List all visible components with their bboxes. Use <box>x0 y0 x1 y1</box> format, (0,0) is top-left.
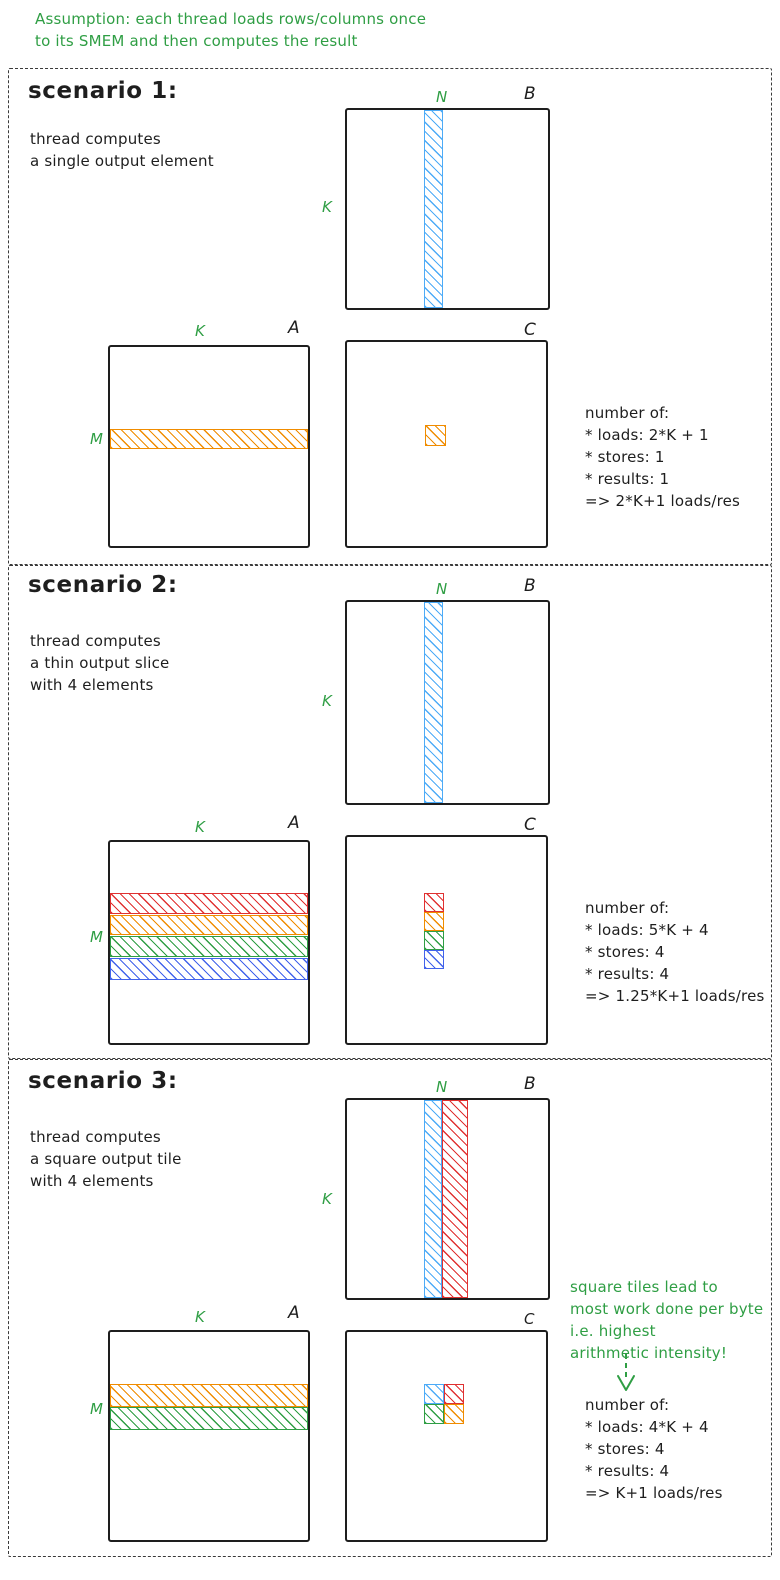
dim-label-m: M <box>90 430 103 448</box>
desc-line: a square output tile <box>30 1150 182 1168</box>
dim-label-k: K <box>322 692 332 710</box>
matrix-label-a: A <box>288 813 300 833</box>
b-column-strip-red <box>442 1100 468 1298</box>
desc-line: a thin output slice <box>30 654 170 672</box>
dim-label-k: K <box>195 818 205 836</box>
matrix-label-c: C <box>524 1310 535 1328</box>
desc-line: a single output element <box>30 152 214 170</box>
stats-line: * loads: 2*K + 1 <box>585 426 709 444</box>
scenario-2-stats: number of: * loads: 5*K + 4 * stores: 4 … <box>585 897 765 1007</box>
matrix-label-b: B <box>524 84 536 104</box>
c-output-cell-indigo <box>424 950 444 969</box>
matrix-b <box>345 1098 550 1300</box>
dim-label-k: K <box>322 1190 332 1208</box>
matrix-label-a: A <box>288 318 300 338</box>
note-line: arithmetic intensity! <box>570 1344 728 1362</box>
dim-label-n: N <box>436 88 448 106</box>
a-row-strip-green <box>110 936 308 957</box>
desc-line: with 4 elements <box>30 676 154 694</box>
matrix-b <box>345 600 550 805</box>
c-output-cell-red <box>424 893 444 912</box>
stats-line: * loads: 4*K + 4 <box>585 1418 709 1436</box>
scenario-3-desc: thread computes a square output tile wit… <box>30 1126 182 1192</box>
a-row-strip-green <box>110 1407 308 1430</box>
matrix-b <box>345 108 550 310</box>
stats-line: * stores: 4 <box>585 1440 665 1458</box>
scenario-3-frame <box>8 1059 772 1557</box>
dim-label-n: N <box>436 580 448 598</box>
c-output-cell-orange <box>425 425 446 446</box>
a-row-strip-orange <box>110 1384 308 1407</box>
stats-line: * loads: 5*K + 4 <box>585 921 709 939</box>
assumption-note: Assumption: each thread loads rows/colum… <box>35 8 426 52</box>
scenario-2-desc: thread computes a thin output slice with… <box>30 630 169 696</box>
note-line: i.e. highest <box>570 1322 656 1340</box>
matrix-label-c: C <box>524 815 536 835</box>
b-column-strip-blue <box>424 602 443 803</box>
scenario-1-title: scenario 1: <box>28 78 178 104</box>
stats-line: => 1.25*K+1 loads/res <box>585 987 765 1005</box>
scenario-1-stats: number of: * loads: 2*K + 1 * stores: 1 … <box>585 402 740 512</box>
matrix-a <box>108 345 310 548</box>
stats-line: => 2*K+1 loads/res <box>585 492 741 510</box>
matrix-label-b: B <box>524 576 536 596</box>
stats-line: number of: <box>585 404 670 422</box>
arithmetic-intensity-note: square tiles lead to most work done per … <box>570 1276 763 1364</box>
a-row-strip-orange <box>110 429 308 449</box>
stats-line: * results: 4 <box>585 965 670 983</box>
assumption-line: Assumption: each thread loads rows/colum… <box>35 10 427 28</box>
stats-line: * stores: 1 <box>585 448 665 466</box>
down-arrow-icon <box>617 1354 635 1391</box>
dim-label-k: K <box>195 1308 205 1326</box>
dim-label-m: M <box>90 928 103 946</box>
stats-line: * results: 1 <box>585 470 670 488</box>
b-column-strip-blue <box>424 1100 442 1298</box>
note-line: most work done per byte <box>570 1300 764 1318</box>
c-output-cell-blue <box>424 1384 444 1404</box>
matrix-c <box>345 1330 548 1542</box>
assumption-line: to its SMEM and then computes the result <box>35 32 358 50</box>
matrix-a <box>108 1330 310 1542</box>
dim-label-n: N <box>436 1078 448 1096</box>
matrix-c <box>345 835 548 1045</box>
c-output-cell-orange <box>424 912 444 931</box>
dim-label-m: M <box>90 1400 103 1418</box>
scenario-1-desc: thread computes a single output element <box>30 128 214 172</box>
stats-line: * stores: 4 <box>585 943 665 961</box>
scenario-2-title: scenario 2: <box>28 572 178 598</box>
stats-line: * results: 4 <box>585 1462 670 1480</box>
scenario-3-stats: number of: * loads: 4*K + 4 * stores: 4 … <box>585 1394 723 1504</box>
stats-line: number of: <box>585 1396 670 1414</box>
c-output-cell-green <box>424 1404 444 1424</box>
b-column-strip-blue <box>424 110 443 308</box>
a-row-strip-indigo <box>110 958 308 980</box>
matrix-label-a: A <box>288 1303 300 1323</box>
scenario-2-frame <box>8 565 772 1059</box>
note-line: square tiles lead to <box>570 1278 718 1296</box>
matrix-c <box>345 340 548 548</box>
stats-line: number of: <box>585 899 670 917</box>
c-output-cell-green <box>424 931 444 950</box>
desc-line: with 4 elements <box>30 1172 154 1190</box>
stats-line: => K+1 loads/res <box>585 1484 723 1502</box>
c-output-cell-orange <box>444 1404 464 1424</box>
a-row-strip-orange <box>110 915 308 935</box>
desc-line: thread computes <box>30 1128 161 1146</box>
matrix-label-c: C <box>524 320 536 340</box>
desc-line: thread computes <box>30 130 161 148</box>
dim-label-k: K <box>322 198 332 216</box>
matrix-a <box>108 840 310 1045</box>
desc-line: thread computes <box>30 632 161 650</box>
dim-label-k: K <box>195 322 205 340</box>
matrix-label-b: B <box>524 1074 536 1094</box>
scenario-3-title: scenario 3: <box>28 1068 178 1094</box>
c-output-cell-red <box>444 1384 464 1404</box>
scenario-1-frame <box>8 68 772 565</box>
a-row-strip-red <box>110 893 308 914</box>
